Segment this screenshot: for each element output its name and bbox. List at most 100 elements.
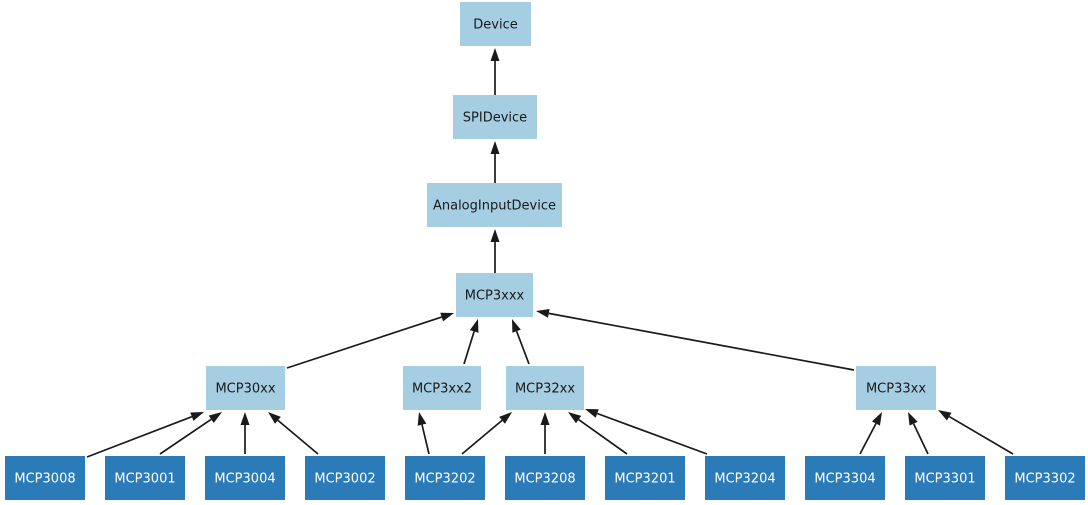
class-name-label: MCP3202 <box>414 472 475 487</box>
class-node-mcp3201[interactable]: MCP3201 <box>605 456 685 500</box>
inheritance-edge <box>490 48 500 95</box>
class-node-mcp3001[interactable]: MCP3001 <box>105 456 185 500</box>
arrowhead-icon <box>440 312 454 322</box>
inheritance-edge <box>938 410 1014 455</box>
class-node-mcp3301[interactable]: MCP3301 <box>905 456 985 500</box>
arrowhead-icon <box>585 409 599 418</box>
class-name-label: AnalogInputDevice <box>433 199 556 214</box>
class-name-label: Device <box>473 18 517 33</box>
class-box[interactable] <box>705 456 785 500</box>
edge-line <box>461 419 503 455</box>
class-box[interactable] <box>456 273 533 317</box>
edge-line <box>578 418 628 455</box>
class-name-label: MCP3201 <box>614 472 675 487</box>
inheritance-edge <box>286 312 454 369</box>
class-box[interactable] <box>427 183 562 227</box>
inheritance-edge <box>585 409 708 455</box>
class-box[interactable] <box>453 95 537 139</box>
arrowhead-icon <box>240 412 250 425</box>
arrowhead-icon <box>908 412 918 426</box>
inheritance-edge <box>86 412 204 458</box>
class-box[interactable] <box>405 456 485 500</box>
class-box[interactable] <box>905 456 985 500</box>
class-node-mcp30xx[interactable]: MCP30xx <box>206 366 285 410</box>
inheritance-edge <box>159 412 222 455</box>
arrowhead-icon <box>540 412 550 425</box>
inheritance-edge <box>417 412 430 455</box>
class-box[interactable] <box>205 456 285 500</box>
class-box[interactable] <box>856 366 936 410</box>
class-box[interactable] <box>305 456 385 500</box>
inheritance-edge <box>536 308 855 371</box>
class-node-mcp3204[interactable]: MCP3204 <box>705 456 785 500</box>
class-name-label: MCP3204 <box>714 472 775 487</box>
edge-line <box>277 419 319 455</box>
class-node-mcp32xx[interactable]: MCP32xx <box>506 366 584 410</box>
class-node-spidevice[interactable]: SPIDevice <box>453 95 537 139</box>
class-name-label: MCP3xx2 <box>412 382 472 397</box>
class-node-mcp3xxx[interactable]: MCP3xxx <box>456 273 533 317</box>
class-node-mcp3002[interactable]: MCP3002 <box>305 456 385 500</box>
class-node-mcp3208[interactable]: MCP3208 <box>505 456 585 500</box>
edge-line <box>286 316 442 369</box>
inheritance-edge <box>512 319 530 365</box>
inheritance-edge <box>240 412 250 454</box>
class-node-mcp3008[interactable]: MCP3008 <box>5 456 85 500</box>
edge-line <box>912 423 929 455</box>
edges-layer <box>86 48 1014 458</box>
class-box[interactable] <box>206 366 285 410</box>
arrowhead-icon <box>871 412 882 426</box>
class-name-label: MCP32xx <box>515 382 575 397</box>
arrowhead-icon <box>499 412 512 424</box>
arrowhead-icon <box>490 141 500 154</box>
class-node-mcp3004[interactable]: MCP3004 <box>205 456 285 500</box>
class-box[interactable] <box>1005 456 1085 500</box>
arrowhead-icon <box>190 412 204 421</box>
arrowhead-icon <box>512 319 521 333</box>
class-name-label: MCP3004 <box>214 472 275 487</box>
arrowhead-icon <box>568 412 582 424</box>
inheritance-edge <box>859 412 882 455</box>
arrowhead-icon <box>469 319 479 333</box>
class-box[interactable] <box>505 456 585 500</box>
class-box[interactable] <box>5 456 85 500</box>
class-node-device[interactable]: Device <box>460 2 531 46</box>
class-node-mcp3xx2[interactable]: MCP3xx2 <box>403 366 481 410</box>
class-name-label: MCP3304 <box>814 472 875 487</box>
class-name-label: MCP33xx <box>866 382 926 397</box>
inheritance-edge <box>908 412 929 455</box>
class-box[interactable] <box>105 456 185 500</box>
class-node-mcp3304[interactable]: MCP3304 <box>805 456 885 500</box>
class-name-label: SPIDevice <box>463 111 527 126</box>
class-box[interactable] <box>605 456 685 500</box>
nodes-layer: DeviceSPIDeviceAnalogInputDeviceMCP3xxxM… <box>5 2 1085 500</box>
edge-line <box>948 415 1014 455</box>
arrowhead-icon <box>417 412 427 426</box>
class-node-mcp3302[interactable]: MCP3302 <box>1005 456 1085 500</box>
inheritance-edge <box>490 229 500 273</box>
arrowhead-icon <box>268 412 281 424</box>
edge-line <box>859 423 877 455</box>
inheritance-edge <box>461 412 512 455</box>
class-node-mcp3202[interactable]: MCP3202 <box>405 456 485 500</box>
class-name-label: MCP3008 <box>14 472 75 487</box>
class-name-label: MCP3302 <box>1014 472 1075 487</box>
class-box[interactable] <box>460 2 531 46</box>
class-name-label: MCP3xxx <box>465 289 525 304</box>
arrowhead-icon <box>490 48 500 61</box>
edge-line <box>515 330 530 365</box>
class-name-label: MCP3001 <box>114 472 175 487</box>
class-box[interactable] <box>805 456 885 500</box>
inheritance-edge <box>568 412 628 455</box>
edge-line <box>548 312 855 371</box>
class-node-mcp33xx[interactable]: MCP33xx <box>856 366 936 410</box>
class-name-label: MCP3301 <box>914 472 975 487</box>
class-node-analoginputdevice[interactable]: AnalogInputDevice <box>427 183 562 227</box>
edge-line <box>421 424 430 455</box>
class-box[interactable] <box>506 366 584 410</box>
arrowhead-icon <box>208 412 222 424</box>
class-box[interactable] <box>403 366 481 410</box>
inheritance-edge <box>490 141 500 183</box>
edge-line <box>86 415 193 458</box>
